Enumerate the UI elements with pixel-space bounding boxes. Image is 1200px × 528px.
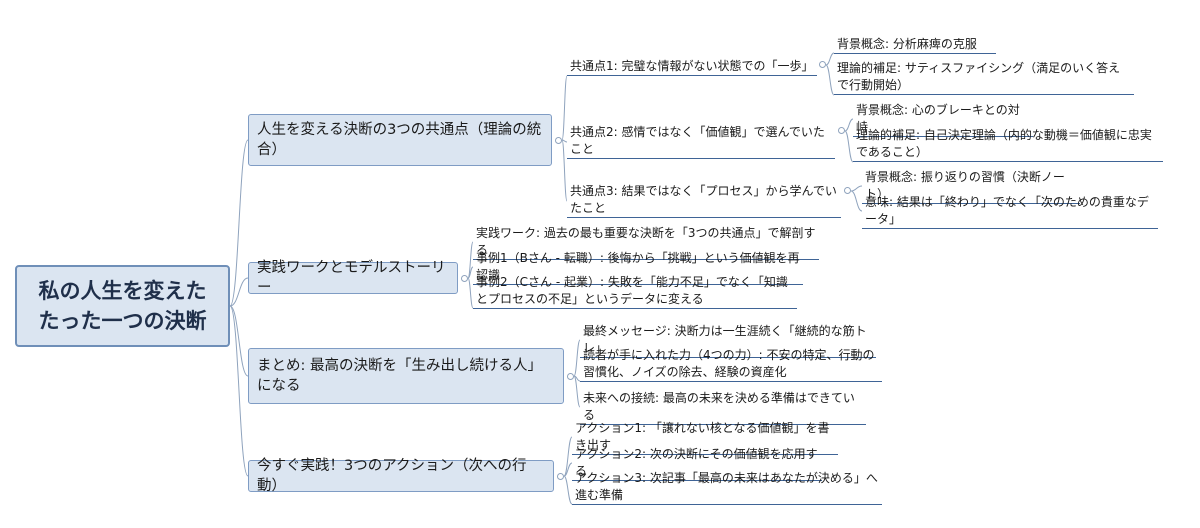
subtopic-common-point-1[interactable]: 共通点1: 完璧な情報がない状態での「一歩」 — [567, 58, 817, 76]
root-topic[interactable]: 私の人生を変えた たった一つの決断 — [15, 265, 230, 347]
leaf-label: 読者が手に入れた力（4つの力）: 不安の特定、行動の習慣化、ノイズの除去、経験の… — [583, 348, 875, 379]
leaf-label: 理論的補足: 自己決定理論（内的な動機＝価値観に忠実であること） — [856, 128, 1152, 159]
collapse-toggle[interactable] — [567, 373, 574, 380]
leaf-theory-note-1[interactable]: 理論的補足: サティスファイシング（満足のいく答えで行動開始） — [834, 60, 1134, 95]
collapse-toggle[interactable] — [557, 473, 564, 480]
leaf-label: 実践ワーク: 過去の最も重要な決断を「3つの共通点」で解剖する — [476, 226, 816, 257]
leaf-label: 背景概念: 振り返りの習慣（決断ノート） — [865, 170, 1065, 201]
branch-label: まとめ: 最高の決断を「生み出し続ける人」になる — [257, 358, 542, 394]
connector-line — [563, 462, 573, 477]
connector-line — [563, 475, 573, 505]
leaf-background-concept-1[interactable]: 背景概念: 分析麻痺の克服 — [834, 36, 996, 54]
leaf-action-2[interactable]: アクション2: 次の決断にその価値観を応用する — [572, 446, 822, 481]
connector-line — [844, 130, 854, 163]
collapse-toggle[interactable] — [819, 61, 826, 68]
connector-line — [561, 75, 568, 141]
connector-line — [561, 139, 568, 143]
collapse-toggle[interactable] — [461, 275, 468, 282]
connector-line — [229, 305, 249, 477]
subtopic-common-point-3[interactable]: 共通点3: 結果ではなく「プロセス」から学んでいたこと — [567, 183, 841, 218]
connector-line — [467, 241, 474, 279]
leaf-label: 共通点1: 完璧な情報がない状態での「一歩」 — [570, 59, 814, 73]
leaf-label: 共通点3: 結果ではなく「プロセス」から学んでいたこと — [570, 184, 837, 215]
branch-label: 実践ワークとモデルストーリー — [257, 260, 446, 296]
connector-line — [467, 266, 474, 279]
leaf-label: アクション3: 次記事「最高の未来はあなたが決める」へ進む準備 — [575, 471, 878, 502]
connector-line — [573, 339, 581, 377]
subtopic-common-point-2[interactable]: 共通点2: 感情ではなく「価値観」で選んでいたこと — [567, 124, 835, 159]
leaf-label: 最終メッセージ: 決断力は一生涯続く「継続的な筋トレ」 — [583, 324, 867, 355]
leaf-label: 背景概念: 分析麻痺の克服 — [837, 37, 977, 51]
connector-line — [229, 139, 249, 307]
leaf-meaning-3[interactable]: 意味: 結果は「終わり」でなく「次のための貴重なデータ」 — [862, 194, 1158, 229]
leaf-action-3[interactable]: アクション3: 次記事「最高の未来はあなたが決める」へ進む準備 — [572, 470, 882, 505]
connector-line — [850, 190, 863, 212]
leaf-theory-note-2[interactable]: 理論的補足: 自己決定理論（内的な動機＝価値観に忠実であること） — [853, 127, 1163, 162]
leaf-label: 共通点2: 感情ではなく「価値観」で選んでいたこと — [570, 125, 825, 156]
leaf-background-concept-2[interactable]: 背景概念: 心のブレーキとの対峙 — [853, 102, 1033, 137]
leaf-case-1[interactable]: 事例1（Bさん - 転職）: 後悔から「挑戦」という価値観を再認識 — [473, 250, 803, 285]
connector-line — [563, 436, 573, 477]
connector-line — [850, 185, 863, 192]
leaf-action-1[interactable]: アクション1: 「譲れない核となる価値観」を書き出す — [572, 420, 838, 455]
leaf-label: 意味: 結果は「終わり」でなく「次のための貴重なデータ」 — [865, 195, 1149, 226]
branch-common-points[interactable]: 人生を変える決断の3つの共通点（理論の統合） — [248, 114, 552, 166]
leaf-case-2[interactable]: 事例2（Cさん - 起業）: 失敗を「能力不足」でなく「知識とプロセスの不足」と… — [473, 274, 797, 309]
connector-line — [467, 277, 474, 309]
leaf-label: 理論的補足: サティスファイシング（満足のいく答えで行動開始） — [837, 61, 1121, 92]
branch-label: 今すぐ実践！3つのアクション（次への行動） — [257, 458, 527, 494]
branch-label: 人生を変える決断の3つの共通点（理論の統合） — [257, 122, 542, 158]
leaf-label: アクション2: 次の決断にその価値観を応用する — [575, 447, 818, 478]
leaf-label: 事例2（Cさん - 起業）: 失敗を「能力不足」でなく「知識とプロセスの不足」と… — [476, 275, 788, 306]
connector-line — [561, 139, 568, 202]
leaf-label: アクション1: 「譲れない核となる価値観」を書き出す — [575, 421, 830, 452]
leaf-future-connection[interactable]: 未来への接続: 最高の未来を決める準備はできている — [580, 390, 866, 425]
branch-practice-work[interactable]: 実践ワークとモデルストーリー — [248, 260, 458, 296]
branch-actions[interactable]: 今すぐ実践！3つのアクション（次への行動） — [248, 458, 554, 494]
leaf-practice-work[interactable]: 実践ワーク: 過去の最も重要な決断を「3つの共通点」で解剖する — [473, 225, 819, 260]
collapse-toggle[interactable] — [838, 127, 845, 134]
collapse-toggle[interactable] — [555, 137, 562, 144]
connector-line — [844, 118, 854, 132]
leaf-final-message[interactable]: 最終メッセージ: 決断力は一生涯続く「継続的な筋トレ」 — [580, 323, 876, 358]
connector-line — [825, 64, 835, 96]
leaf-label: 未来への接続: 最高の未来を決める準備はできている — [583, 391, 855, 422]
collapse-toggle[interactable] — [844, 187, 851, 194]
connector-line — [229, 305, 249, 377]
connector-line — [825, 52, 835, 66]
leaf-label: 背景概念: 心のブレーキとの対峙 — [856, 103, 1020, 134]
connector-line — [573, 375, 581, 408]
connector-line — [229, 277, 249, 307]
leaf-label: 事例1（Bさん - 転職）: 後悔から「挑戦」という価値観を再認識 — [476, 251, 800, 282]
root-topic-label: 私の人生を変えた たった一つの決断 — [38, 279, 207, 333]
leaf-reader-powers[interactable]: 読者が手に入れた力（4つの力）: 不安の特定、行動の習慣化、ノイズの除去、経験の… — [580, 347, 882, 382]
branch-summary[interactable]: まとめ: 最高の決断を「生み出し続ける人」になる — [248, 348, 564, 404]
leaf-background-concept-3[interactable]: 背景概念: 振り返りの習慣（決断ノート） — [862, 169, 1080, 204]
